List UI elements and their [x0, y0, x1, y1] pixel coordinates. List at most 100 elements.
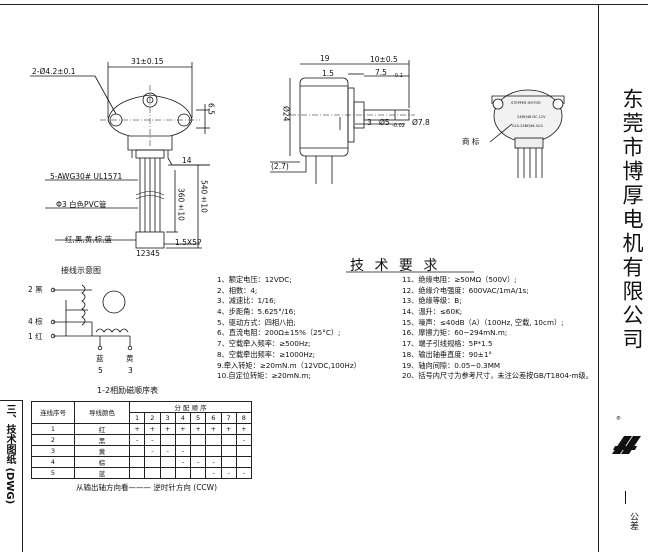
sequence-mark: +	[128, 422, 146, 435]
dim-7-8: Ø7.8	[412, 118, 430, 127]
req-item: 15、噪声：≤40dB（A）（100Hz, 空载, 10cm）;	[402, 317, 564, 327]
frame-right-divider	[598, 4, 599, 552]
req-item: 3、减速比：1/16;	[217, 296, 277, 306]
tube-label: Φ3 白色PVC管	[56, 200, 107, 209]
sequence-mark	[128, 466, 146, 479]
req-item: 7、空载牵入频率：≥500Hz;	[217, 339, 311, 349]
sequence-mark: -	[220, 466, 237, 479]
svg-text:24BYJ48 DC 12V: 24BYJ48 DC 12V	[517, 115, 546, 119]
dim-hole-note: 2-Ø4.2±0.1	[32, 67, 76, 76]
req-item: 4、步距角：5.625°/16;	[217, 307, 296, 317]
table-header-color: 导线颜色	[74, 401, 130, 424]
sequence-mark	[144, 455, 161, 468]
trademark-label: 商 标	[462, 137, 480, 146]
section-label: 三、技术图纸 (DWG)	[4, 404, 15, 505]
dim-5-tol: -0.02	[392, 123, 405, 129]
dim-2-7: (2.7)	[271, 162, 289, 171]
sequence-mark	[220, 444, 237, 457]
wire-label-brown: 4 棕	[28, 317, 43, 326]
wire-label-yellow: 黄	[126, 354, 134, 363]
row-number: 5	[31, 466, 75, 479]
connector-dim: 1.5X5P	[175, 238, 202, 247]
row-number: 1	[31, 422, 75, 435]
sequence-mark: +	[235, 422, 253, 435]
wire-label-blue: 蓝	[96, 354, 104, 363]
sequence-mark	[128, 444, 146, 457]
sequence-mark	[159, 433, 176, 446]
tolerance-label: 公差	[628, 512, 638, 530]
svg-text:STEPPER MOTOR: STEPPER MOTOR	[511, 101, 541, 105]
sequence-mark: -	[205, 466, 222, 479]
sequence-mark	[174, 433, 192, 446]
right-tick	[625, 491, 626, 504]
sequence-mark: +	[144, 422, 161, 435]
sequence-mark	[189, 466, 207, 479]
svg-text:GLS-24BYJ48-GLS: GLS-24BYJ48-GLS	[512, 124, 543, 128]
req-item: 2、相数：4;	[217, 285, 258, 295]
req-item: 6、直流电阻：200Ω±15%（25°C）;	[217, 328, 341, 338]
dim-6-5: 6.5	[206, 103, 216, 115]
sequence-mark: +	[205, 422, 222, 435]
sequence-mark	[220, 455, 237, 468]
table-header-group: 分 配 顺 序	[129, 401, 252, 413]
row-number: 3	[31, 444, 75, 457]
sequence-mark: +	[220, 422, 237, 435]
step-cell: 7	[220, 412, 237, 424]
sequence-mark: -	[235, 433, 253, 446]
req-item: 14、温升：≤60K;	[402, 307, 463, 317]
step-cell: 3	[159, 412, 176, 424]
sequence-mark: -	[189, 455, 207, 468]
req-item: 1、额定电压：12VDC;	[217, 275, 292, 284]
dim-360: 360±10	[176, 188, 186, 221]
dim-540: 540±10	[199, 180, 209, 213]
sequence-mark: -	[144, 444, 161, 457]
req-item: 11、绝缘电阻：≥50MΩ（500V）;	[402, 275, 517, 284]
req-item: 13、绝缘等级：B;	[402, 296, 462, 306]
dim-24: Ø24	[281, 106, 291, 122]
req-item: 5、驱动方式：四相八拍;	[217, 317, 296, 327]
dim-19: 19	[320, 54, 330, 63]
step-cell: 8	[235, 412, 253, 424]
requirements-left: 1、额定电压：12VDC; 2、相数：4; 3、减速比：1/16; 4、步距角：…	[217, 276, 361, 383]
req-item: 16、摩擦力矩：60~294mN.m;	[402, 328, 508, 338]
wire-label-black: 2 黑	[28, 285, 43, 294]
step-cell: 5	[189, 412, 207, 424]
step-cell: 1	[128, 412, 146, 424]
requirements-title: 技 术 要 求	[350, 258, 441, 274]
sequence-mark	[159, 455, 176, 468]
table-header-no: 连线序号	[31, 401, 75, 424]
wire-label-5: 5	[98, 366, 103, 375]
row-number: 2	[31, 433, 75, 446]
sequence-mark	[159, 466, 176, 479]
dim-width: 31±0.15	[131, 57, 164, 66]
dim-7-5: 7.5	[375, 68, 387, 77]
sequence-mark: +	[189, 422, 207, 435]
pin-numbers: 12345	[136, 249, 160, 258]
right-separator	[599, 488, 648, 489]
req-item: 19、轴向间隙：0.05~0.3MM	[402, 360, 501, 370]
frame-top-line	[0, 4, 648, 5]
req-item: 8、空载牵出频率：≥1000Hz;	[217, 349, 315, 359]
sequence-mark: -	[159, 444, 176, 457]
sequence-mark: -	[205, 455, 222, 468]
sequence-mark	[144, 466, 161, 479]
sequence-mark: -	[128, 433, 146, 446]
req-item: 12、绝缘介电强度：600VAC/1mA/1s;	[402, 285, 529, 295]
step-cell: 2	[144, 412, 161, 424]
sequence-mark: -	[235, 466, 253, 479]
req-item: 18、输出轴垂直度：90±1°	[402, 349, 492, 359]
wire-label: 5-AWG30# UL1571	[50, 172, 123, 181]
sequence-mark	[235, 455, 253, 468]
row-color: 红	[74, 422, 130, 435]
dim-10: 10±0.5	[370, 55, 398, 64]
dim-3: 3	[367, 118, 372, 127]
sequence-mark: +	[174, 422, 192, 435]
sequence-mark: +	[159, 422, 176, 435]
sequence-mark: -	[144, 433, 161, 446]
req-item: 9.牵入转矩：≥20mN.m（12VDC,100Hz）	[217, 360, 361, 370]
